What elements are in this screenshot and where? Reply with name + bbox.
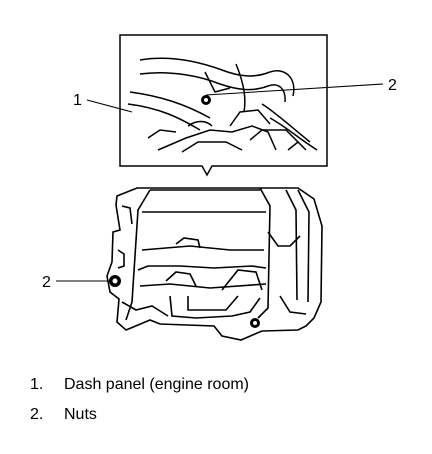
callout-2-top-leader (205, 83, 384, 96)
heater-unit-diagram (106, 187, 323, 341)
nut-top-icon (201, 95, 211, 105)
legend-item: 1. Dash panel (engine room) (30, 372, 410, 398)
callout-2-left-label: 2 (42, 274, 51, 291)
legend-number: 2. (30, 406, 44, 423)
legend-text: Nuts (64, 406, 97, 423)
legend-text: Dash panel (engine room) (64, 376, 249, 393)
engine-room-inset (119, 34, 328, 177)
legend-number: 1. (30, 376, 44, 393)
callout-2-top-label: 2 (388, 77, 397, 94)
callout-1-leader (86, 99, 133, 113)
callout-1-label: 1 (73, 92, 82, 109)
nut-left-icon (109, 275, 121, 287)
legend-item: 2. Nuts (30, 402, 410, 428)
nut-bottom-icon (250, 318, 260, 328)
parts-legend: 1. Dash panel (engine room) 2. Nuts (30, 372, 410, 432)
